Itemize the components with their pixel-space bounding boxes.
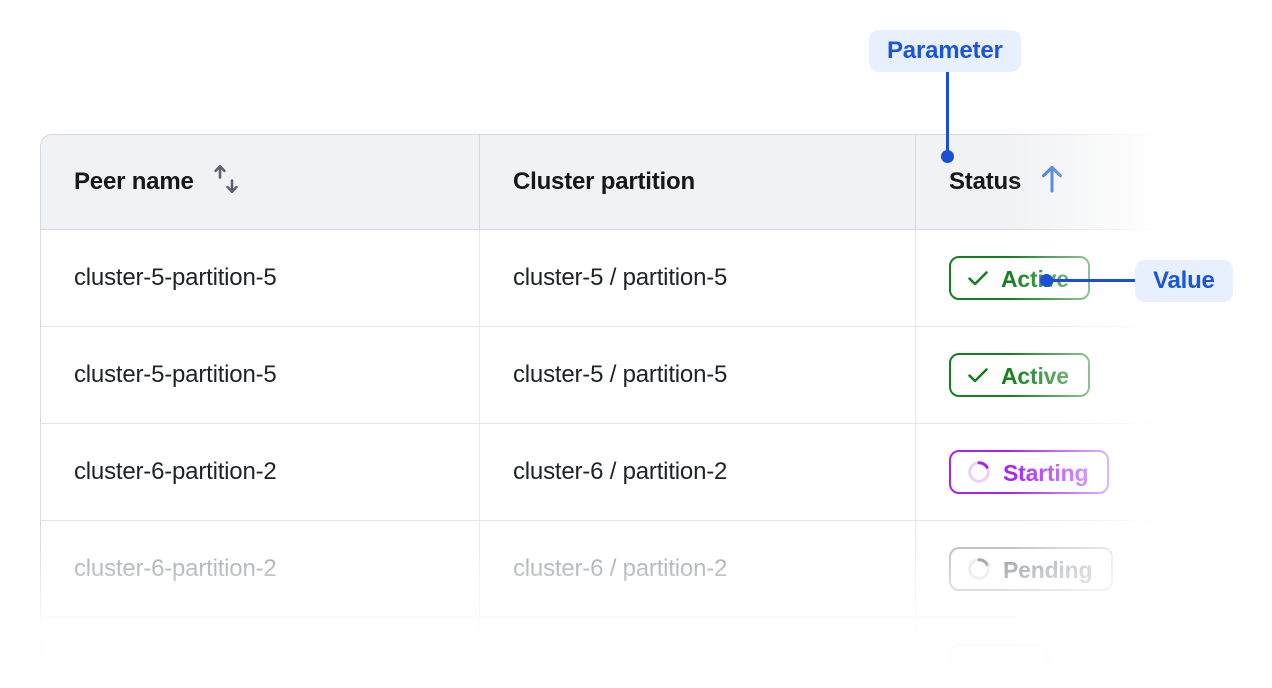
table-row[interactable]: cluster-6-partition-2 cluster-6 / partit…	[40, 521, 1220, 618]
cell-cluster-partition	[479, 618, 915, 688]
table-row[interactable]: cluster-6-partition-2 cluster-6 / partit…	[40, 424, 1220, 521]
status-badge-label: Starting	[1003, 459, 1089, 486]
spinner-icon	[966, 653, 992, 679]
callout-badge-parameter: Parameter	[869, 30, 1021, 72]
column-header-status[interactable]: Status	[915, 134, 1220, 230]
callout-badge-value: Value	[1135, 260, 1233, 302]
check-icon	[966, 363, 990, 387]
cell-peer-name	[40, 618, 479, 688]
column-header-peer-name-label: Peer name	[74, 168, 194, 195]
table-header: Peer name Cluster parti	[40, 134, 1220, 230]
callout-connector-line-parameter	[946, 72, 949, 156]
table-row[interactable]	[40, 618, 1220, 688]
status-badge-label: Pending	[1003, 556, 1093, 583]
spinner-icon	[966, 556, 992, 582]
cell-status: Starting	[915, 424, 1220, 521]
status-badge-label: Active	[1001, 362, 1069, 389]
cell-status	[915, 618, 1220, 688]
status-badge-partial	[949, 644, 1049, 688]
cell-peer-name: cluster-5-partition-5	[40, 230, 479, 327]
cell-cluster-partition: cluster-5 / partition-5	[479, 230, 915, 327]
column-header-cluster-partition[interactable]: Cluster partition	[479, 134, 915, 230]
check-icon	[966, 266, 990, 290]
table-row[interactable]: cluster-5-partition-5 cluster-5 / partit…	[40, 327, 1220, 424]
spinner-icon	[966, 459, 992, 485]
peers-table: Peer name Cluster parti	[40, 134, 1220, 688]
cell-peer-name: cluster-5-partition-5	[40, 327, 479, 424]
status-badge-pending: Pending	[949, 547, 1114, 591]
table-body: cluster-5-partition-5 cluster-5 / partit…	[40, 230, 1220, 688]
cell-status: Pending	[915, 521, 1220, 618]
sort-both-icon[interactable]	[212, 163, 242, 202]
status-badge-active: Active	[949, 256, 1090, 300]
column-header-cluster-partition-label: Cluster partition	[513, 168, 695, 195]
column-header-status-label: Status	[949, 168, 1022, 195]
cell-cluster-partition: cluster-6 / partition-2	[479, 424, 915, 521]
peers-table-container[interactable]: Peer name Cluster parti	[40, 134, 1220, 688]
cell-peer-name: cluster-6-partition-2	[40, 424, 479, 521]
status-badge-active: Active	[949, 353, 1090, 397]
callout-connector-dot-parameter	[941, 150, 954, 163]
cell-peer-name: cluster-6-partition-2	[40, 521, 479, 618]
cell-cluster-partition: cluster-6 / partition-2	[479, 521, 915, 618]
column-header-peer-name[interactable]: Peer name	[40, 134, 479, 230]
status-badge-starting: Starting	[949, 450, 1110, 494]
table-header-row: Peer name Cluster parti	[40, 134, 1220, 230]
callout-connector-line-value	[1046, 279, 1138, 282]
cell-cluster-partition: cluster-5 / partition-5	[479, 327, 915, 424]
arrow-up-icon[interactable]	[1039, 164, 1065, 201]
cell-status: Active	[915, 327, 1220, 424]
